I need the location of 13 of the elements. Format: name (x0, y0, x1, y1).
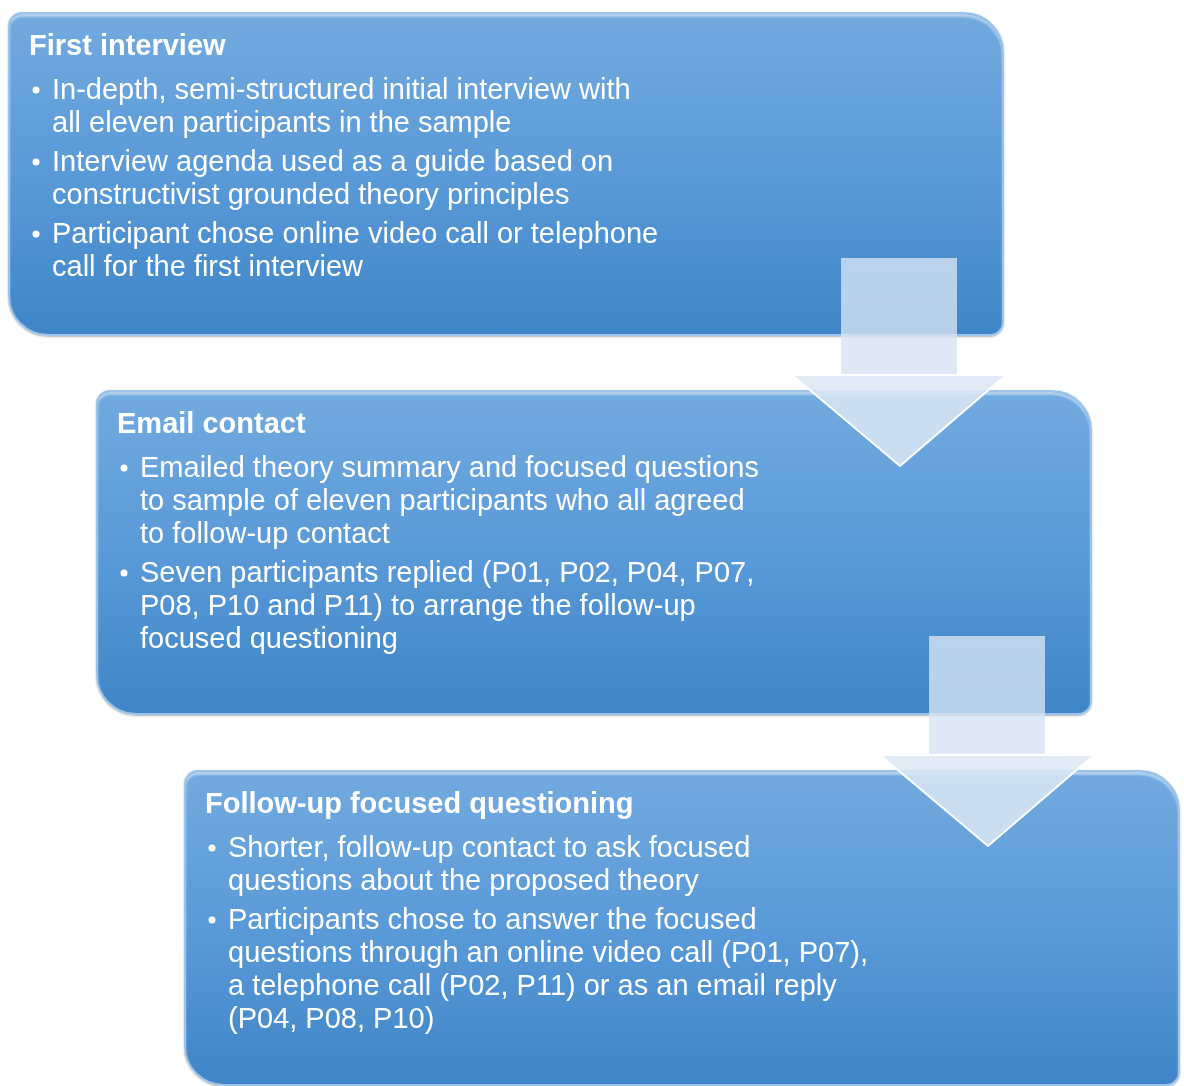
process-box (8, 12, 1004, 336)
process-box (96, 390, 1092, 715)
bullet-text: Participant chose online video call or telephone call for the first interview (52, 217, 659, 282)
bullet-text: Shorter, follow-up contact to ask focused questions about the proposed theory (228, 831, 751, 896)
box-heading: First interview (29, 28, 226, 62)
bullet-text: Participants chose to answer the focused questions through an online video call (P01, P07), a telephone call (P02, P11) or as an email reply (P04, P08, P10) (228, 903, 869, 1034)
bullet-text: In-depth, semi-structured initial interview with all eleven participants in the sample (52, 73, 631, 138)
process-box (184, 770, 1180, 1086)
bullet-text: Emailed theory summary and focused questions to sample of eleven participants who all agreed to follow-up contact (140, 451, 759, 549)
bullet-text: Seven participants replied (P01, P02, P04, P07, P08, P10 and P11) to arrange the follow-up focused questioning (140, 556, 755, 654)
box-heading: Email contact (117, 406, 306, 440)
box-heading: Follow-up focused questioning (205, 786, 634, 820)
bullet-text: Interview agenda used as a guide based on constructivist grounded theory principles (52, 145, 614, 210)
